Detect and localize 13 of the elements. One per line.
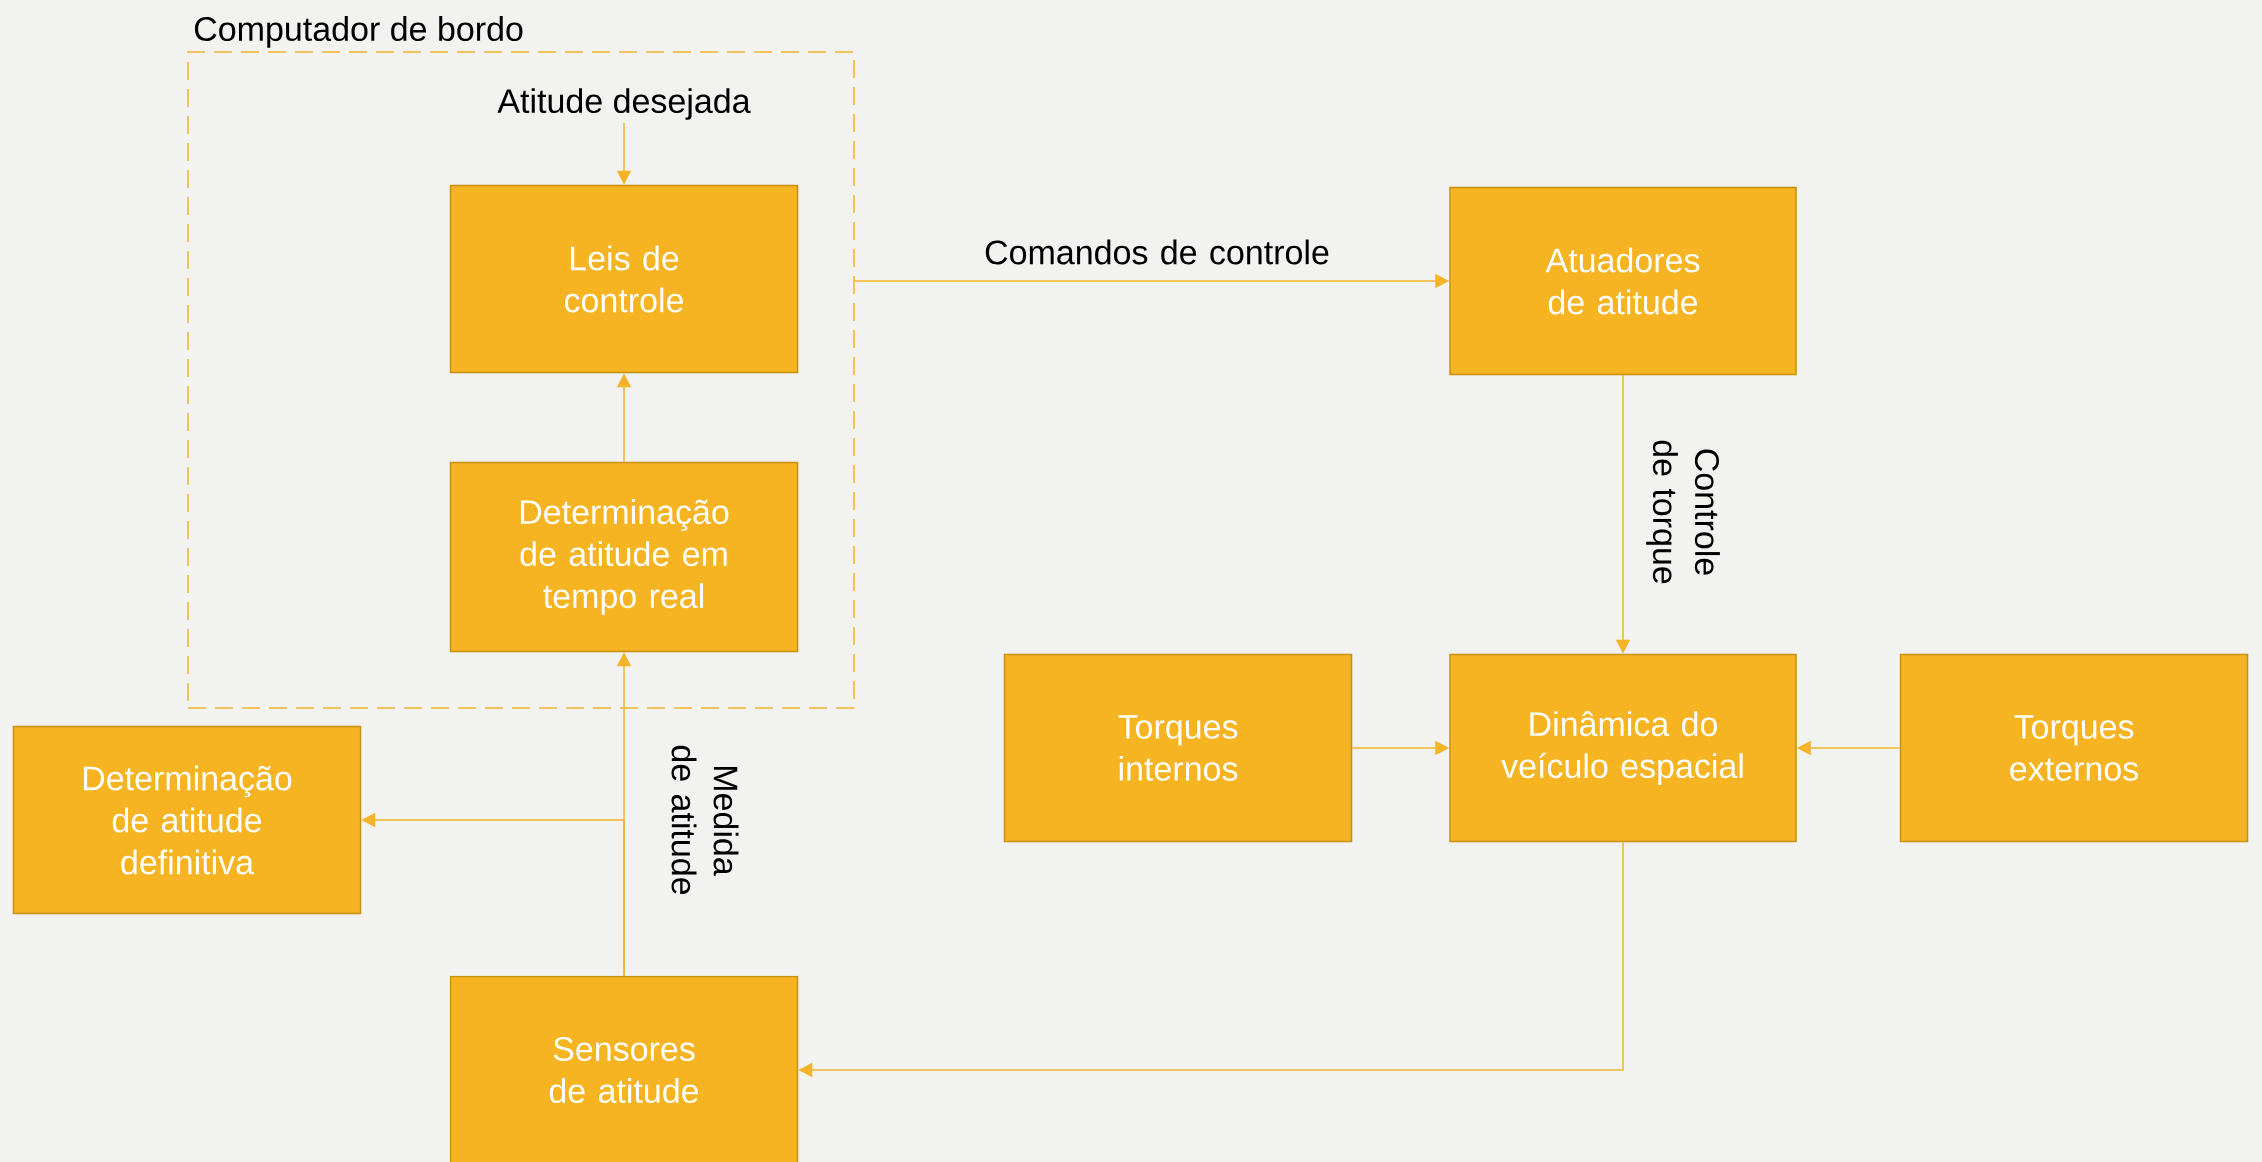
process-box: Atuadores de atitude (1449, 186, 1797, 376)
process-box: Leis de controle (449, 184, 799, 374)
edge-label: Controle de torque (1646, 440, 1720, 584)
process-box: Determinação de atitude em tempo real (449, 461, 799, 653)
process-box: Determinação de atitude definitiva (12, 725, 362, 915)
edge-label: Medida de atitude (671, 745, 739, 895)
process-box: Dinâmica do veículo espacial (1449, 653, 1797, 843)
edge-label: Comandos de controle (985, 239, 1329, 265)
process-box: Sensores de atitude (449, 975, 799, 1162)
group-title: Computador de bordo (194, 16, 523, 48)
input-label: Atitude desejada (497, 88, 751, 120)
process-box: Torques internos (1003, 653, 1353, 843)
process-box: Torques externos (1899, 653, 2249, 843)
